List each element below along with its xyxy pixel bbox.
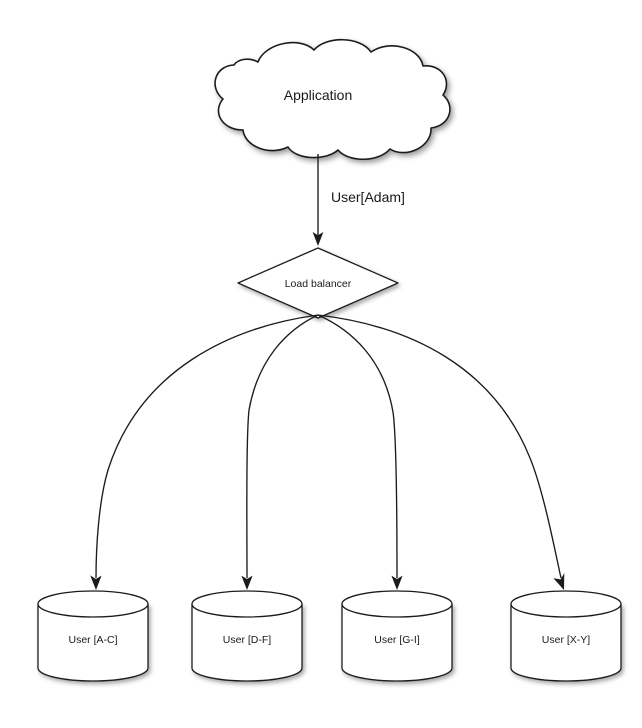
- cylinder-label-4: User [X-Y]: [542, 634, 591, 646]
- edge-lb-to-db4-arrowhead: [553, 573, 565, 590]
- cylinder-top-3: [341, 590, 453, 618]
- cylinder-label-1: User [A-C]: [68, 634, 117, 646]
- cloud-shape: [214, 39, 451, 161]
- cylinder-top-2: [191, 590, 303, 618]
- diamond-node-loadbalancer[interactable]: Load balancer: [237, 247, 399, 319]
- cylinder-body-2: [191, 603, 303, 682]
- cylinder-node-db-x-y[interactable]: User [X-Y]: [510, 590, 622, 682]
- cylinder-node-db-g-i[interactable]: User [G-I]: [341, 590, 453, 682]
- cylinder-top-1: [37, 590, 149, 618]
- diamond-shape: [237, 247, 399, 319]
- edge-app-to-lb-arrowhead: [312, 232, 324, 246]
- edge-lb-to-db3-arrowhead: [391, 575, 403, 590]
- edge-lb-to-db-g-i[interactable]: [317, 314, 403, 590]
- cylinder-node-db-a-c[interactable]: User [A-C]: [37, 590, 149, 682]
- edge-lb-to-db2-arrowhead: [241, 575, 253, 590]
- diamond-label: Load balancer: [285, 278, 352, 290]
- cloud-node-application[interactable]: Application: [214, 39, 451, 161]
- edge-label-user-adam: User[Adam]: [331, 189, 405, 205]
- cylinder-top-4: [510, 590, 622, 618]
- edge-lb-to-db2-curve: [246, 314, 319, 579]
- cylinder-label-3: User [G-I]: [374, 634, 420, 646]
- cloud-label: Application: [284, 87, 353, 103]
- edge-lb-to-db4-curve: [317, 314, 562, 579]
- cylinder-label-2: User [D-F]: [223, 634, 271, 646]
- cylinder-body-1: [37, 603, 149, 682]
- edge-lb-to-db-x-y[interactable]: [317, 314, 565, 590]
- edge-lb-to-db1-arrowhead: [90, 575, 102, 590]
- edge-lb-to-db1-curve: [95, 314, 319, 579]
- edge-lb-to-db-a-c[interactable]: [90, 314, 319, 590]
- cylinder-body-3: [341, 603, 453, 682]
- edge-lb-to-db-d-f[interactable]: [241, 314, 319, 590]
- cylinder-body-4: [510, 603, 622, 682]
- edge-app-to-loadbalancer[interactable]: User[Adam]: [312, 154, 405, 246]
- edge-lb-to-db3-curve: [317, 314, 398, 579]
- cylinder-node-db-d-f[interactable]: User [D-F]: [191, 590, 303, 682]
